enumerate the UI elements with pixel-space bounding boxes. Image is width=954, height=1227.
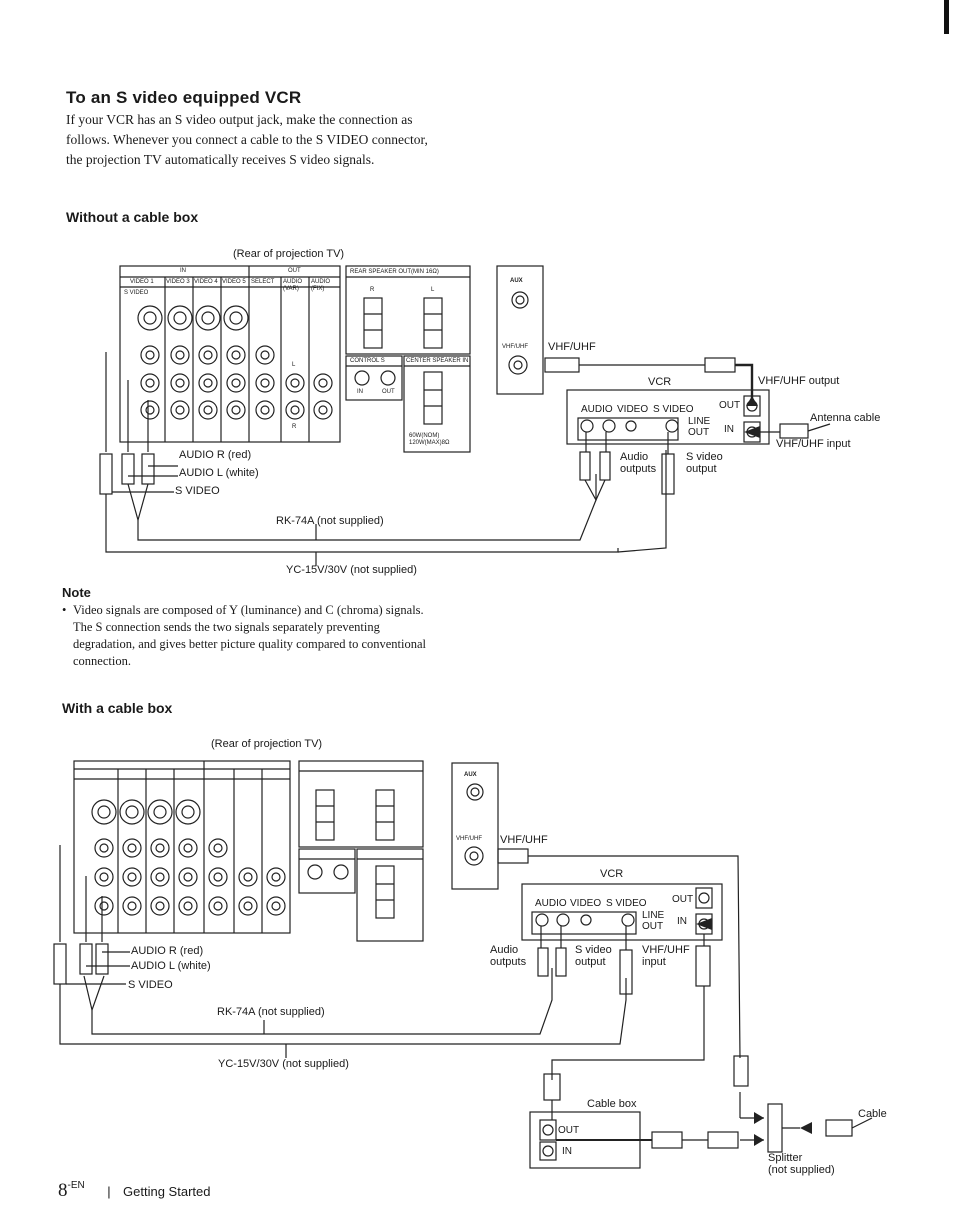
antenna-cable-label: Antenna cable: [810, 412, 881, 424]
speaker-power-rating: 60W(NOM) 120W(MAX)8Ω: [409, 433, 450, 446]
speaker-l: L: [431, 287, 435, 293]
page-number: 8: [58, 1180, 68, 1201]
note-bullet: •: [62, 603, 67, 617]
aux-label-2: AUX: [464, 772, 477, 778]
vcr2-in-label: IN: [677, 916, 687, 927]
panel-video5: VIDEO 5: [222, 279, 246, 285]
panel-out: OUT: [288, 268, 301, 274]
aux-label: AUX: [510, 278, 523, 284]
control-s-in: IN: [357, 389, 363, 395]
svideo-output-2-label-1: S video: [575, 944, 612, 956]
diagram1-heading: Without a cable box: [66, 209, 199, 225]
vcr2-out-label: OUT: [672, 894, 694, 905]
cable-box-label: Cable box: [587, 1098, 637, 1110]
vhf-label: VHF/UHF: [548, 341, 596, 353]
corner-tab-mark: [944, 0, 949, 34]
vcr-line-label: LINE: [688, 416, 711, 427]
vcr-audio-label: AUDIO: [581, 404, 613, 415]
audio-l-label: AUDIO L (white): [179, 467, 259, 479]
vcr-in-label: IN: [724, 424, 734, 435]
panel-audio-fix: AUDIO (FIX): [311, 279, 331, 292]
audio-l-label-2: AUDIO L (white): [131, 960, 211, 972]
audio-outputs-2-label-1: Audio: [490, 944, 519, 956]
vhf-input-label: VHF/UHF input: [776, 438, 851, 450]
audio-r-label: AUDIO R (red): [179, 449, 252, 461]
vhf-input-2-label-1: VHF/UHF: [642, 944, 690, 956]
cable-box-out-label: OUT: [558, 1125, 580, 1136]
page-footer: 8-EN | Getting Started: [58, 1180, 210, 1202]
audio-outputs-2-label-2: outputs: [490, 956, 527, 968]
rear-speaker-label: REAR SPEAKER OUT(MIN 16Ω): [350, 269, 439, 275]
vcr-out-label: OUT: [719, 400, 741, 411]
intro-paragraph: If your VCR has an S video output jack, …: [66, 112, 428, 167]
panel-video1: VIDEO 1: [130, 279, 154, 285]
rk74a-label: RK-74A (not supplied): [276, 515, 384, 527]
vcr-svideo-label: S VIDEO: [653, 404, 694, 415]
panel-r: R: [292, 424, 297, 430]
vcr2-line-out-label: OUT: [642, 921, 664, 932]
vcr-title: VCR: [648, 376, 672, 388]
vhf-small-label-2: VHF/UHF: [456, 836, 482, 842]
splitter-label-2: (not supplied): [768, 1164, 835, 1176]
svideo-output-label-2: output: [686, 463, 717, 475]
vcr-video-label: VIDEO: [617, 404, 649, 415]
panel-video3: VIDEO 3: [166, 279, 190, 285]
speaker-r: R: [370, 287, 375, 293]
vcr2-svideo-label: S VIDEO: [606, 898, 647, 909]
yc15v-label-2: YC-15V/30V (not supplied): [218, 1058, 349, 1070]
diagram2-heading: With a cable box: [62, 700, 173, 716]
cable-box-in-label: IN: [562, 1146, 572, 1157]
vcr2-title: VCR: [600, 868, 624, 880]
vhf-input-2-label-2: input: [642, 956, 666, 968]
vcr2-video-label: VIDEO: [570, 898, 602, 909]
footer-section: Getting Started: [123, 1184, 211, 1199]
control-s-label: CONTROL S: [350, 358, 385, 364]
panel-audio-var: AUDIO (VAR): [283, 279, 303, 292]
vcr-line-out-label: OUT: [688, 427, 710, 438]
rk74a-label-2: RK-74A (not supplied): [217, 1006, 325, 1018]
panel-in: IN: [180, 268, 186, 274]
audio-r-label-2: AUDIO R (red): [131, 945, 204, 957]
svideo-cable-label-2: S VIDEO: [128, 979, 173, 991]
yc15v-label: YC-15V/30V (not supplied): [286, 564, 417, 576]
vcr2-audio-label: AUDIO: [535, 898, 567, 909]
note-text: Video signals are composed of Y (luminan…: [73, 603, 427, 668]
panel-select: SELECT: [251, 279, 275, 285]
audio-outputs-label-2: outputs: [620, 463, 657, 475]
diagram2-rear-caption: (Rear of projection TV): [211, 738, 323, 750]
footer-separator: |: [107, 1184, 111, 1199]
page-suffix: -EN: [67, 1180, 85, 1191]
note-item: • Video signals are composed of Y (lumin…: [62, 602, 442, 670]
diagram1-rear-caption: (Rear of projection TV): [233, 248, 345, 260]
vhf-output-label: VHF/UHF output: [758, 375, 840, 387]
audio-outputs-label-1: Audio: [620, 451, 649, 463]
vhf-label-2: VHF/UHF: [500, 834, 548, 846]
svideo-cable-label: S VIDEO: [175, 485, 220, 497]
panel-l: L: [292, 362, 296, 368]
panel-svideo: S VIDEO: [124, 290, 149, 296]
control-s-out: OUT: [382, 389, 395, 395]
svideo-output-label-1: S video: [686, 451, 723, 463]
center-speaker-label: CENTER SPEAKER IN: [406, 358, 469, 364]
svideo-output-2-label-2: output: [575, 956, 606, 968]
cable-label: Cable: [858, 1108, 887, 1120]
section-title: To an S video equipped VCR: [66, 88, 302, 107]
vhf-small-label: VHF/UHF: [502, 344, 528, 350]
splitter-label-1: Splitter: [768, 1152, 803, 1164]
vcr2-line-label: LINE: [642, 910, 665, 921]
note-title: Note: [62, 585, 91, 600]
panel-video4: VIDEO 4: [194, 279, 218, 285]
